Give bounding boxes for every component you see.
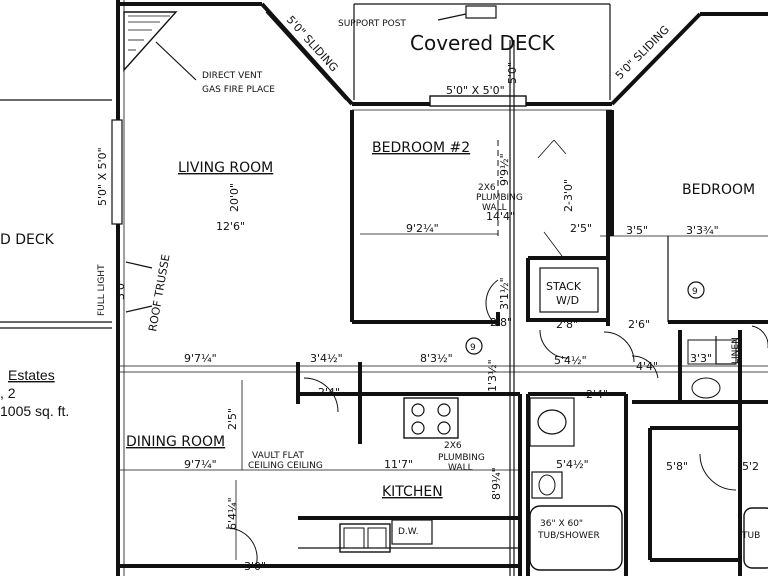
dim-5-2: 5'2 — [742, 460, 759, 473]
dim-8-9-1-4: 8'9¼" — [490, 467, 503, 500]
dim-5-4-1-2-a: 5'4½" — [554, 354, 587, 367]
marker-circle-a — [687, 281, 705, 299]
dim-6-4-1-4: 6'4¼" — [226, 497, 239, 530]
plumbing-wall-1-a: 2X6 — [478, 183, 496, 193]
bedroom-2-label: BEDROOM #2 — [372, 140, 470, 156]
plumbing-wall-2-a: 2X6 — [444, 441, 462, 451]
stack-label-1: STACK — [546, 280, 582, 293]
plumbing-wall-1-b: PLUMBING — [476, 193, 523, 203]
left-window-label: 5'0" X 5'0" — [96, 147, 109, 206]
left-deck-label: D DECK — [0, 232, 55, 248]
fireplace-symbol — [123, 11, 197, 81]
tub-label-1: 36" X 60" — [540, 519, 583, 529]
vault-flat-label: VAULT FLAT — [252, 451, 304, 461]
linen-label: LINEN — [731, 337, 741, 364]
dim-8-3-1-2: 8'3½" — [420, 352, 453, 365]
dim-2-5-b: 2'5" — [226, 408, 239, 430]
dim-2-5: 2'5" — [570, 222, 592, 235]
left-window — [111, 119, 123, 225]
full-light-label: FULL LIGHT — [97, 264, 107, 316]
circle-9-b: 9 — [470, 343, 476, 353]
fireplace-label-2: GAS FIRE PLACE — [202, 85, 275, 95]
bedroom-2-length: 9'9½" — [498, 153, 511, 186]
estates-number: , 2 — [0, 385, 16, 401]
bedroom-3-label: BEDROOM — [682, 182, 755, 198]
sliding-doors — [265, 11, 695, 101]
dim-2-30: 2-3'0" — [562, 179, 575, 212]
dim-11-7: 11'7" — [384, 458, 413, 471]
dishwasher-label: D.W. — [398, 527, 419, 537]
dim-4-4: 4'4" — [636, 360, 658, 373]
tub-right-label: TUB — [741, 531, 760, 541]
sliding-left-label: 5'0" SLIDING — [284, 13, 341, 74]
bathroom-fixtures — [529, 339, 768, 571]
covered-deck-label: Covered DECK — [410, 31, 555, 55]
fireplace-label-1: DIRECT VENT — [202, 71, 263, 81]
dim-14-4: 14'4" — [486, 210, 515, 223]
dim-3-1-2: 3'1½" — [498, 277, 511, 310]
square-feet-label: 1005 sq. ft. — [0, 403, 69, 419]
dim-3-4-1-2: 3'4½" — [310, 352, 343, 365]
dim-2-8-a: 2'8" — [490, 316, 512, 329]
dim-9-7-1-4-top: 9'7¼" — [184, 352, 217, 365]
plumbing-wall-2-c: WALL — [448, 463, 473, 473]
plumbing-wall-2-b: PLUMBING — [438, 453, 485, 463]
marker-circle-b — [465, 337, 483, 355]
dim-3-5: 3'5" — [626, 224, 648, 237]
plumbing-wall-1-c: WALL — [482, 203, 507, 213]
support-post-label: SUPPORT POST — [338, 19, 406, 29]
kitchen-label: KITCHEN — [382, 484, 443, 500]
deck-window-vertical-label: 5'0" — [506, 62, 519, 84]
dim-3-3: 3'3" — [690, 352, 712, 365]
stack-label-2: W/D — [556, 294, 579, 307]
door-swings — [125, 261, 768, 567]
dimension-lines — [118, 40, 768, 576]
dim-2-4-b: 2'4" — [586, 388, 608, 401]
dim-5-4-1-2-b: 5'4½" — [556, 458, 589, 471]
roof-truss-label: ROOF TRUSSE — [146, 253, 172, 332]
ceiling-label: CEILING CEILING — [248, 461, 323, 471]
deck-window-label: 5'0" X 5'0" — [446, 84, 505, 97]
dim-2-6: 2'6" — [628, 318, 650, 331]
dim-9-7-1-4-bottom: 9'7¼" — [184, 458, 217, 471]
living-room-width: 12'6" — [216, 220, 245, 233]
dim-2-4-a: 2'4" — [318, 386, 340, 399]
living-room-label: LIVING ROOM — [178, 160, 273, 176]
circle-9-a: 9 — [692, 287, 698, 297]
dim-5-8: 5'8" — [666, 460, 688, 473]
dining-room-label: DINING ROOM — [126, 434, 225, 450]
deck-window — [429, 5, 527, 107]
dim-3-0-b: 3'0" — [244, 560, 266, 573]
estates-label: Estates — [8, 367, 55, 383]
dim-2-8-b: 2'8" — [556, 318, 578, 331]
dim-9-2-1-4: 9'2¼" — [406, 222, 439, 235]
stove — [403, 397, 459, 439]
dim-1-3-1-2: 1'3½" — [486, 359, 499, 392]
stack-closet — [539, 267, 599, 313]
living-room-length: 20'0" — [228, 183, 241, 212]
dim-3-3-3-4: 3'3¾" — [686, 224, 719, 237]
tub-label-2: TUB/SHOWER — [537, 531, 600, 541]
door-3-0-label: 3'0" — [114, 278, 127, 300]
kitchen-sink — [339, 519, 433, 553]
